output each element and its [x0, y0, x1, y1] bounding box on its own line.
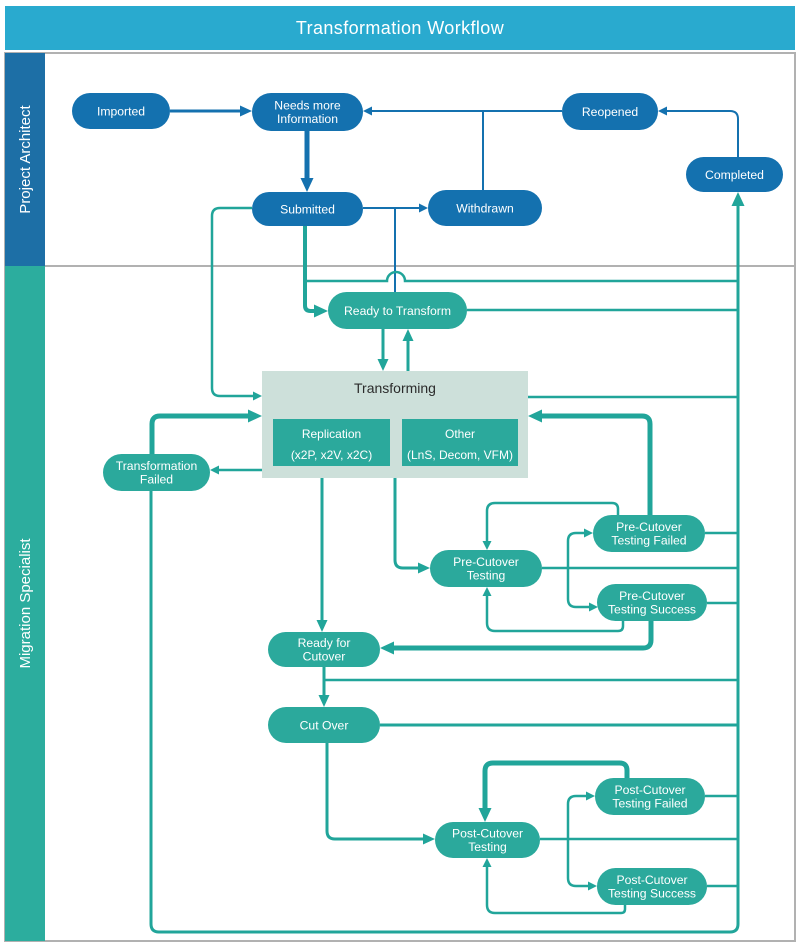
- arrowhead-completion-rail-to-completed: [731, 192, 745, 206]
- edge-pre-cutover-testing-to-failed: [566, 531, 586, 568]
- node-pre-cutover-testing-failed: [593, 515, 705, 552]
- arrowhead-transforming-to-pre-cutover-testing: [418, 562, 430, 574]
- edge-completed-to-reopened: [665, 110, 739, 157]
- node-other: [402, 419, 518, 466]
- edge-post-failed-to-post-cutover-testing: [482, 760, 630, 810]
- node-needs-more-information: [252, 93, 363, 131]
- edge-pre-failed-to-pre-cutover-testing: [485, 501, 620, 543]
- arrowhead-transforming-to-transformation-failed: [210, 465, 219, 475]
- arrowhead-post-cutover-testing-to-success: [588, 881, 597, 891]
- arrowhead-submitted-to-transforming: [253, 391, 262, 401]
- arrowhead-post-success-to-post-cutover-testing: [482, 858, 492, 867]
- arrowhead-reopened-to-needs-more-info: [363, 106, 372, 116]
- arrowhead-transforming-to-ready-for-cutover: [316, 620, 328, 632]
- arrowhead-completed-to-reopened: [658, 106, 667, 116]
- arrowhead-ready-to-transform-to-transforming: [377, 359, 389, 371]
- node-label-reopened: Reopened: [582, 105, 638, 119]
- edge-submitted-to-ready-to-transform: [303, 226, 316, 313]
- edge-pre-failed-to-transforming: [540, 413, 653, 515]
- edge-completion-rail-to-completed: [149, 204, 740, 934]
- arrowhead-transforming-to-ready-to-transform: [402, 329, 414, 341]
- arrowhead-submitted-to-ready-to-transform: [314, 304, 328, 318]
- arrowhead-pre-cutover-testing-to-failed: [584, 528, 593, 538]
- node-label-withdrawn: Withdrawn: [456, 201, 514, 215]
- node-pre-cutover-testing-success: [597, 584, 707, 621]
- arrowhead-pre-cutover-testing-to-success: [589, 602, 598, 612]
- arrowhead-pre-success-to-pre-cutover-testing: [482, 587, 492, 596]
- edge-post-success-to-post-cutover-testing: [485, 865, 627, 915]
- arrowhead-cut-over-to-post-cutover-testing: [423, 833, 435, 845]
- lane-label-migration-specialist: Migration Specialist: [17, 538, 34, 669]
- node-withdrawn: [428, 190, 542, 226]
- edge-submitted-to-transforming: [210, 206, 255, 398]
- node-transformation-failed: [103, 454, 210, 491]
- node-ready-to-transform: [328, 292, 467, 329]
- node-ready-for-cutover: [268, 632, 380, 667]
- node-replication: [273, 419, 390, 466]
- lane-label-project-architect: Project Architect: [17, 104, 34, 213]
- node-label-cut-over: Cut Over: [300, 718, 349, 732]
- arrowhead-post-failed-to-post-cutover-testing: [478, 808, 492, 822]
- container-label-transforming: Transforming: [354, 380, 436, 396]
- node-pre-cutover-testing: [430, 550, 542, 587]
- edge-transformation-failed-to-transforming: [149, 413, 250, 454]
- edge-cut-over-to-post-cutover-testing: [325, 743, 425, 841]
- edge-post-cutover-testing-to-success: [566, 839, 590, 888]
- node-label-imported: Imported: [97, 104, 145, 118]
- node-label-ready-to-transform: Ready to Transform: [344, 304, 451, 318]
- arrowhead-post-cutover-testing-to-failed: [586, 791, 595, 801]
- diagram-title-bar: Transformation Workflow: [5, 6, 795, 50]
- edge-transforming-to-pre-cutover-testing: [393, 478, 420, 570]
- edge-pre-cutover-testing-to-success: [566, 568, 591, 609]
- node-label-completed: Completed: [705, 168, 764, 182]
- edge-pre-success-to-pre-cutover-testing: [485, 594, 625, 633]
- diagram-title: Transformation Workflow: [295, 17, 505, 38]
- arrowhead-imported-to-needs-more-info: [240, 105, 252, 117]
- arrowhead-pre-success-to-ready-for-cutover: [380, 641, 394, 655]
- arrowhead-submitted-to-withdrawn: [419, 203, 428, 213]
- arrowhead-pre-failed-to-pre-cutover-testing: [482, 541, 492, 550]
- node-post-cutover-testing: [435, 822, 540, 858]
- arrowhead-ready-for-cutover-to-cut-over: [318, 695, 330, 707]
- edge-submitted-branch-to-rail: [305, 270, 738, 283]
- edge-post-cutover-testing-to-failed: [566, 794, 588, 839]
- node-label-replication: Replication(x2P, x2V, x2C): [291, 427, 372, 462]
- node-submitted: [252, 192, 363, 226]
- node-post-cutover-testing-success: [597, 868, 707, 905]
- lane-strip-migration-specialist: [5, 266, 45, 941]
- lane-strip-project-architect: [5, 53, 45, 266]
- arrowhead-pre-failed-to-transforming: [528, 409, 542, 423]
- node-label-submitted: Submitted: [280, 202, 335, 216]
- node-cut-over: [268, 707, 380, 743]
- node-post-cutover-testing-failed: [595, 778, 705, 815]
- edge-pre-success-to-ready-for-cutover: [392, 621, 654, 651]
- node-label-other: Other(LnS, Decom, VFM): [407, 427, 513, 462]
- arrowhead-transformation-failed-to-transforming: [248, 409, 262, 423]
- node-imported: [72, 93, 170, 129]
- arrowhead-needs-more-info-to-submitted: [300, 178, 314, 192]
- node-reopened: [562, 93, 658, 130]
- node-completed: [686, 157, 783, 192]
